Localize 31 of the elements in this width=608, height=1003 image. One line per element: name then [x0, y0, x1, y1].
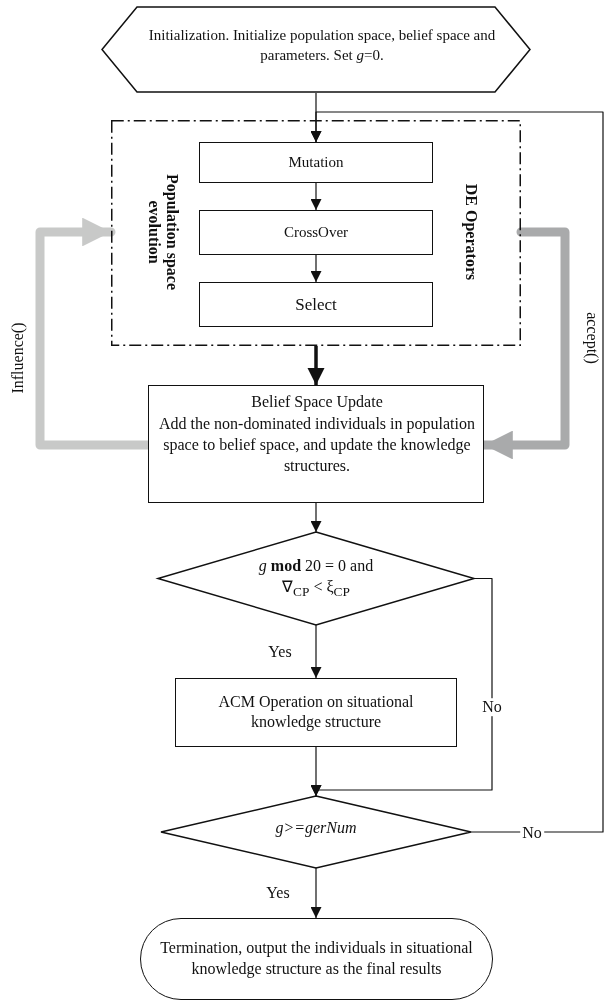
edge-label: accept() [583, 309, 601, 366]
node-text: CrossOver [282, 222, 350, 242]
node-text: Termination, output the individuals in situational knowledge structure as the final results [159, 938, 474, 980]
node-text: ACM Operation on situational knowledge structure [217, 691, 415, 733]
node-text: Add the non-dominated individuals in population space to belief space, and update the knowledge structures. [158, 414, 476, 476]
arrow [310, 746, 322, 797]
decision-diamond [158, 532, 474, 625]
process-box [175, 678, 457, 747]
thick-arrow [307, 346, 325, 385]
start-hexagon [102, 6, 530, 93]
node-text: g>=gerNum [274, 818, 358, 839]
node-text: Select [294, 293, 338, 316]
arrow [310, 867, 322, 919]
arrow [310, 111, 604, 833]
dash-dot-group-frame [111, 120, 521, 346]
node-text: Initialization. Initialize population space, belief space and parameters. Set g=0. [147, 26, 497, 65]
vertical-label: Population space evolution [145, 173, 182, 292]
vertical-label: DE Operators [461, 182, 481, 283]
heading: Belief Space Update [250, 392, 384, 413]
process-box [199, 210, 433, 255]
process-box [148, 385, 484, 503]
arrow [310, 182, 322, 211]
decision-diamond [161, 796, 471, 868]
process-box [199, 282, 433, 327]
edge-label: No [480, 698, 504, 717]
process-box [199, 142, 433, 183]
arrow [310, 624, 322, 679]
arrow [310, 502, 322, 533]
node-text: Mutation [287, 152, 345, 172]
node-text: g mod 20 = 0 and ∇$_{CP}$ < ξ$_{CP}$ [257, 556, 375, 601]
arrow [310, 254, 322, 283]
